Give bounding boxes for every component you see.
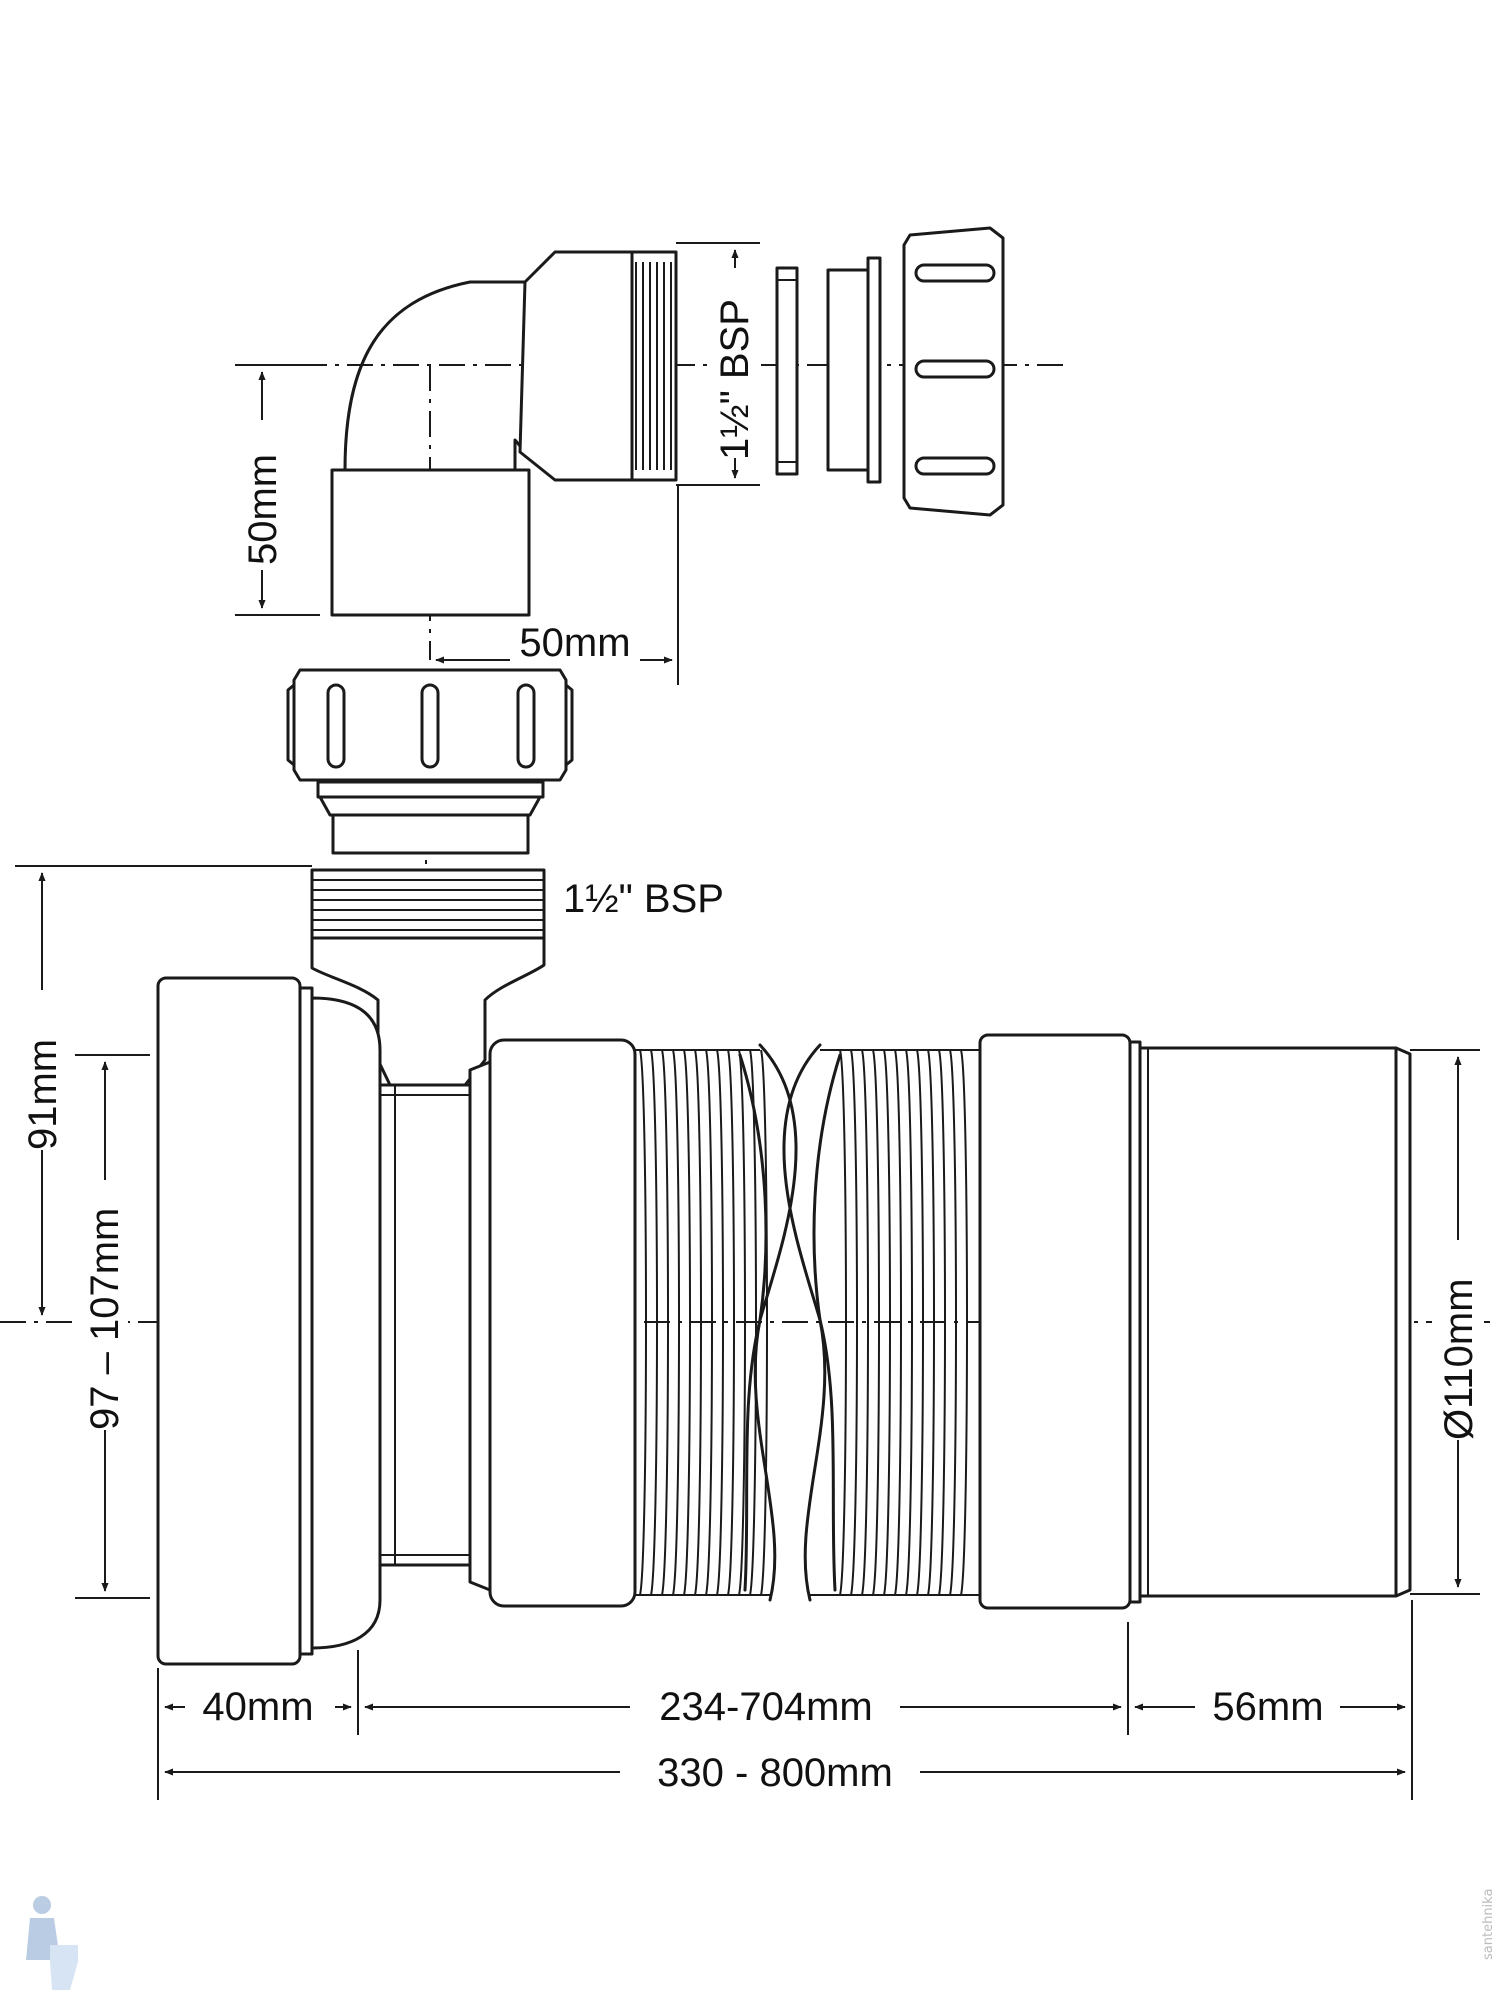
left-sleeve [468, 1038, 637, 1608]
washer [775, 266, 799, 476]
spigot [1138, 1046, 1412, 1598]
right-sleeve [978, 1033, 1142, 1610]
liner-sleeve [826, 256, 882, 484]
branch-thread [310, 868, 546, 940]
label-outlet-diameter: Ø110mm [1437, 1278, 1481, 1440]
label-elbow-drop: 50mm [241, 454, 285, 565]
left-socket [156, 976, 382, 1666]
label-spigot-length: 56mm [1212, 1685, 1323, 1729]
plumber-logo-icon [26, 1896, 78, 1990]
dimension-labels: 1½" BSP 50mm 50mm 1½" BSP 91mm 97 – 107m… [10, 268, 1484, 1795]
top-olive [316, 780, 545, 855]
label-bsp-top: 1½" BSP [713, 299, 757, 460]
label-bsp-thread: 1½" BSP [563, 877, 724, 921]
label-overall-length: 330 - 800mm [657, 1751, 893, 1795]
label-flex-length: 234-704mm [659, 1685, 872, 1729]
elbow-thread [635, 262, 672, 470]
side-nut [902, 226, 1005, 517]
label-socket-length: 40mm [202, 1685, 313, 1729]
label-center-height: 91mm [21, 1039, 65, 1150]
watermark-text: santehnika [1481, 1889, 1496, 1960]
top-nut [286, 668, 574, 782]
elbow-fitting [330, 250, 678, 617]
label-socket-range: 97 – 107mm [83, 1208, 127, 1430]
corrugated-section [635, 1043, 980, 1602]
label-elbow-offset: 50mm [519, 621, 630, 665]
